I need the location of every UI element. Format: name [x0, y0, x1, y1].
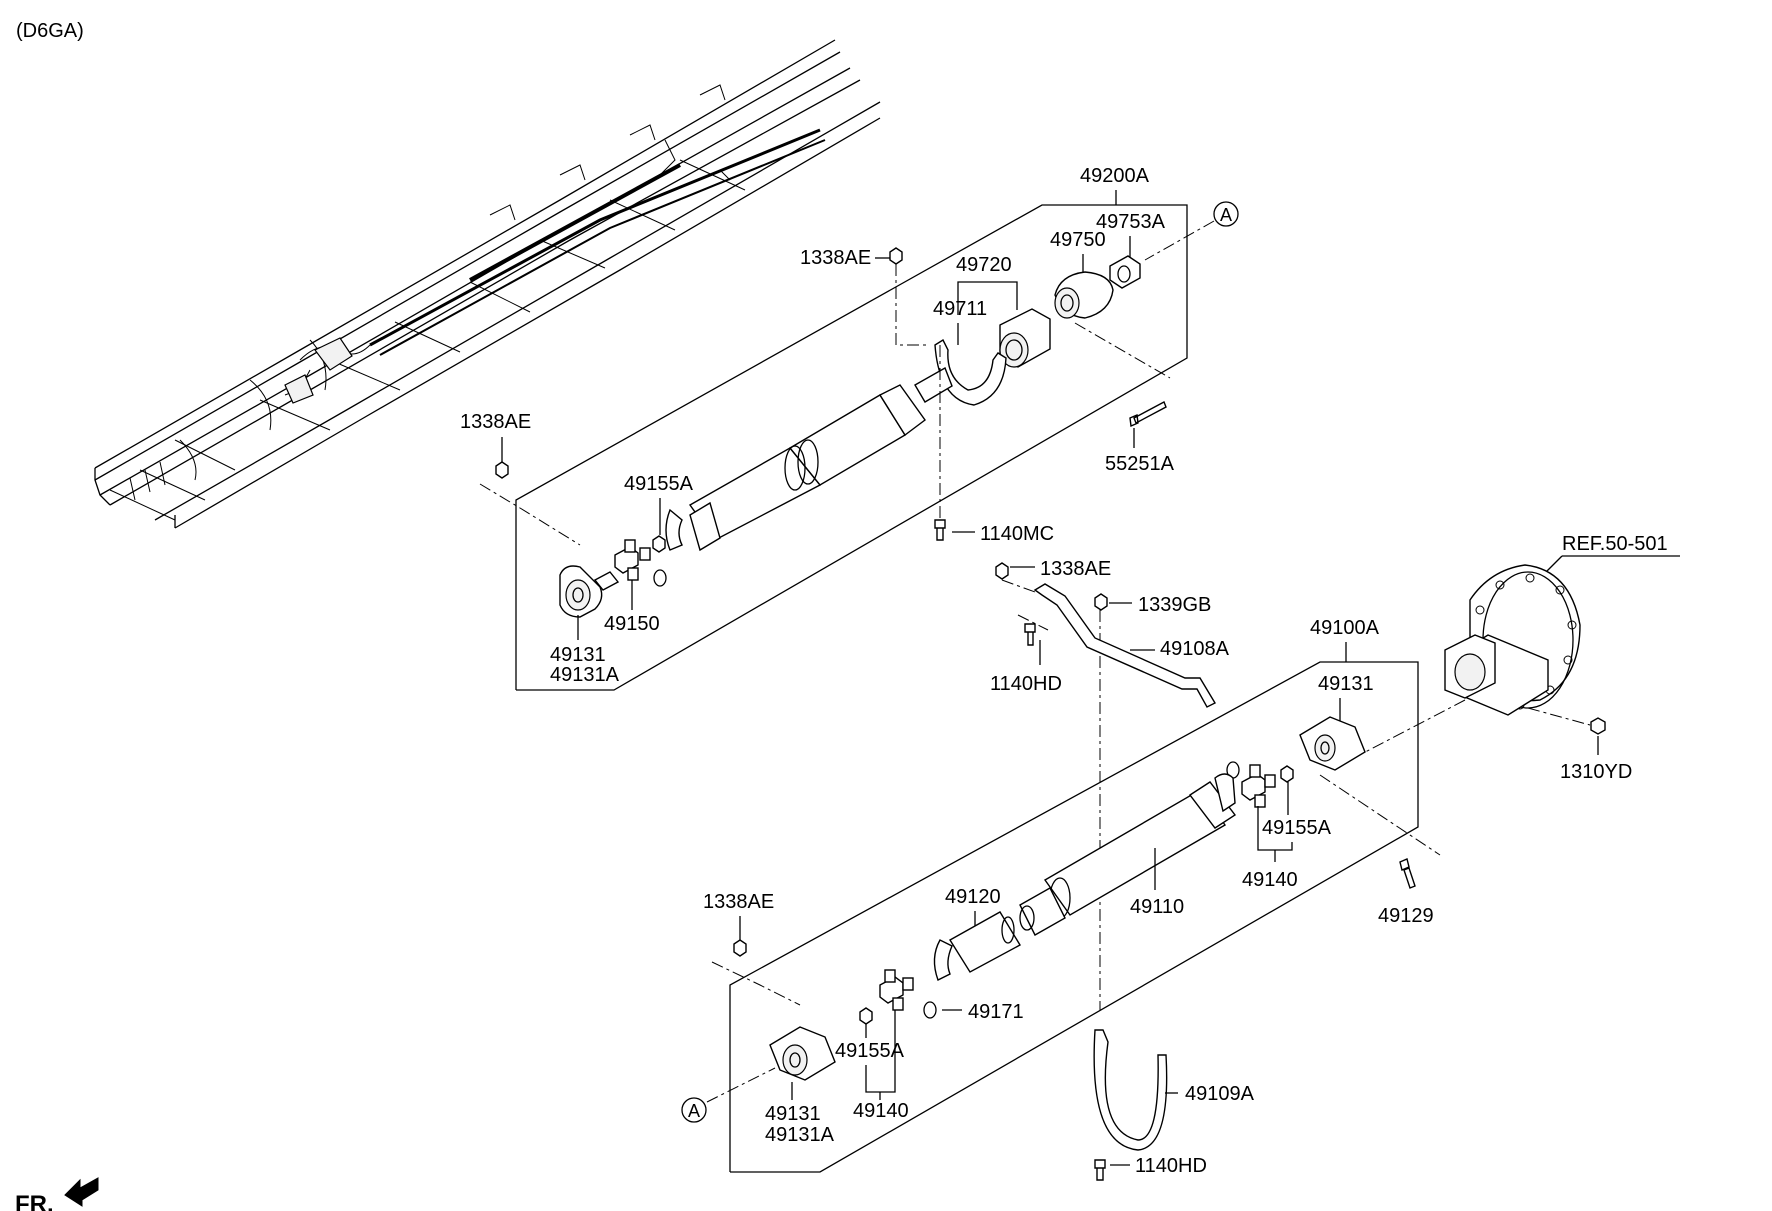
- grease-nipple-low: [859, 1007, 873, 1025]
- callout-49109A: 49109A: [1185, 1083, 1255, 1105]
- ref-a-circle: [1213, 201, 1239, 227]
- shaft-yoke-right: [1214, 773, 1236, 813]
- front-label: FR.: [15, 1191, 54, 1211]
- callout-49753A: 49753A: [1096, 211, 1166, 233]
- bolt-1140MC: [934, 519, 946, 541]
- bolt-49129: [1399, 858, 1416, 889]
- callout-1140MC: 1140MC: [980, 523, 1054, 545]
- shaft-yoke-upper-part: [665, 508, 683, 551]
- rear-axle-differential: REF.50-501 1310YD: [1349, 533, 1680, 783]
- callout-49171: 49171: [968, 1001, 1024, 1023]
- callout-1339GB: 1339GB: [1138, 594, 1211, 616]
- callout-49140-right: 49140: [1242, 869, 1298, 891]
- nut-1310YD: [1590, 717, 1606, 735]
- callout-1140HD-low: 1140HD: [1135, 1155, 1207, 1177]
- support-bracket-group: 1338AE 1339GB 49108A 1140HD: [990, 558, 1230, 1010]
- nut-1339GB: [1094, 593, 1108, 611]
- ref-a-circle-low: [681, 1097, 707, 1123]
- callout-49720: 49720: [956, 254, 1012, 276]
- front-direction-indicator: FR.: [15, 1177, 99, 1211]
- nut-1338AE-top: [889, 247, 903, 265]
- ref-a-letter-low: A: [688, 1101, 700, 1121]
- bracket-49108A: [1033, 583, 1216, 708]
- callout-49711: 49711: [933, 298, 987, 320]
- callout-REF: REF.50-501: [1562, 533, 1668, 555]
- callout-1140HD-upper: 1140HD: [990, 673, 1062, 695]
- callout-1338AE-left: 1338AE: [460, 411, 531, 433]
- callout-55251A: 55251A: [1105, 453, 1175, 475]
- rear-shaft-tube-part: [1043, 789, 1227, 916]
- bolt-1140HD-low: [1094, 1159, 1106, 1181]
- callout-49750: 49750: [1050, 229, 1106, 251]
- lock-nut-part: [1109, 255, 1141, 289]
- nut-1338AE-low: [733, 939, 747, 957]
- callout-1338AE-low: 1338AE: [703, 891, 774, 913]
- nut-1338AE-left: [495, 461, 509, 479]
- bolt-55251A: [1129, 401, 1167, 428]
- callout-49129: 49129: [1378, 905, 1434, 927]
- callout-49155A-right: 49155A: [1262, 817, 1332, 839]
- callout-49110: 49110: [1130, 896, 1184, 918]
- callout-49100A: 49100A: [1310, 617, 1380, 639]
- strap-49109A: [1093, 1029, 1168, 1151]
- callout-49155A-upper: 49155A: [624, 473, 694, 495]
- front-arrow-icon: [64, 1177, 99, 1207]
- callout-49150: 49150: [604, 613, 660, 635]
- callout-49155A-low: 49155A: [835, 1040, 905, 1062]
- upper-propeller-shaft-group: 49200A A 49753A 49750 1338AE 49720 49711: [460, 165, 1239, 691]
- callout-49120: 49120: [945, 886, 1001, 908]
- callout-49108A: 49108A: [1160, 638, 1230, 660]
- model-code: (D6GA): [16, 20, 84, 42]
- bolt-1140HD-upper: [1024, 623, 1036, 646]
- grease-nipple-right: [1280, 765, 1294, 783]
- callout-49140-low: 49140: [853, 1100, 909, 1122]
- callout-49200A: 49200A: [1080, 165, 1150, 187]
- vehicle-frame-illustration: [94, 39, 881, 529]
- callout-49131A-upper: 49131A: [550, 664, 620, 686]
- callout-1338AE-mid: 1338AE: [1040, 558, 1111, 580]
- callout-49131-upper: 49131: [550, 644, 606, 666]
- callout-49131-low: 49131: [765, 1103, 821, 1125]
- callout-1338AE-top: 1338AE: [800, 247, 871, 269]
- nut-1338AE-mid: [995, 562, 1009, 580]
- lower-propeller-shaft-group: 49100A 49131 49129 49155A 49140 4911: [681, 617, 1441, 1181]
- ref-a-letter: A: [1220, 205, 1232, 225]
- bearing-bracket-part: [934, 338, 1007, 406]
- grease-nipple-upper: [652, 535, 666, 553]
- callout-1310YD: 1310YD: [1560, 761, 1632, 783]
- callout-49131-right: 49131: [1318, 673, 1374, 695]
- callout-49131A-low: 49131A: [765, 1124, 835, 1146]
